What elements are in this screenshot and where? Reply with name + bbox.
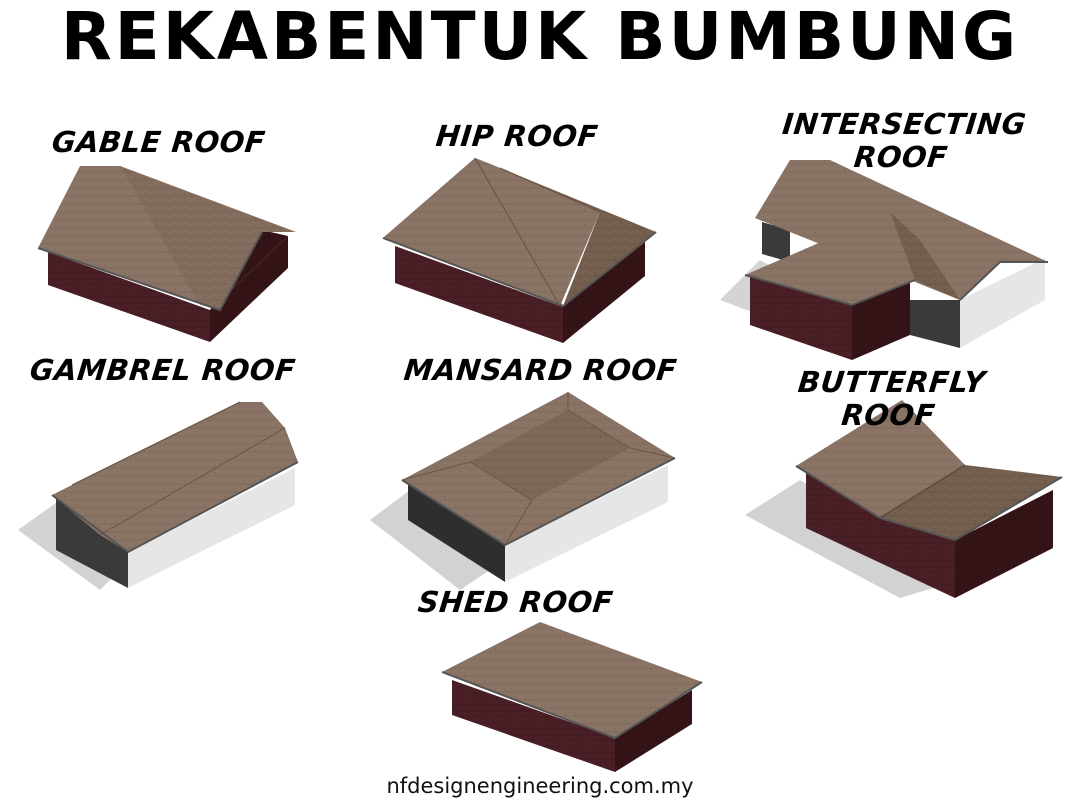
intersecting-roof-label: INTERSECTING ROOF [756,107,1048,175]
butterfly-roof-label-line2: ROOF [839,398,937,433]
shed-roof-label: SHED ROOF [416,585,615,619]
butterfly-roof-label-line1: BUTTERFLY [796,365,988,399]
intersecting-roof-label-line1: INTERSECTING [780,107,1028,141]
mansard-roof-illustration [370,392,676,590]
footer-website: nfdesignengineering.com.my [386,774,694,798]
hip-roof-illustration [382,157,657,343]
intersecting-roof-label-line2: ROOF [852,140,950,175]
mansard-roof-label: MANSARD ROOF [402,353,679,387]
page-title: REKABENTUK BUMBUNG [60,0,1020,75]
shed-roof-illustration [441,622,703,772]
gable-roof-label: GABLE ROOF [50,125,268,159]
gable-roof-illustration [37,166,296,342]
gambrel-roof-illustration [18,401,299,590]
intersecting-roof-illustration [720,160,1048,360]
gambrel-roof-label: GAMBREL ROOF [28,353,298,387]
butterfly-roof-label: BUTTERFLY ROOF [771,365,1008,433]
butterfly-roof-illustration [745,400,1063,598]
hip-roof-label: HIP ROOF [434,119,600,153]
